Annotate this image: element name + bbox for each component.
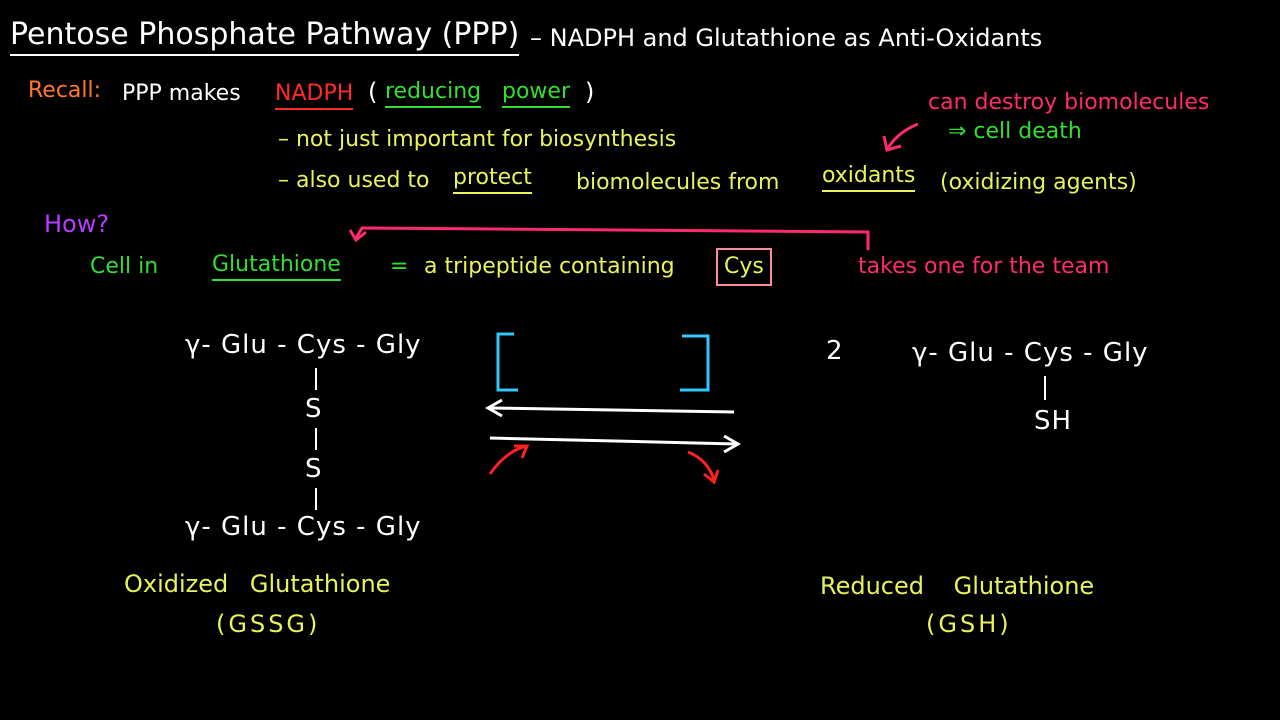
how-question: How? bbox=[44, 210, 110, 238]
right-red-arrow bbox=[687, 450, 716, 481]
takes-one-for-team-text: takes one for the team bbox=[858, 254, 1110, 279]
bullet-also-used: – also used to bbox=[278, 168, 430, 193]
note-pointer-arrow bbox=[886, 122, 919, 149]
left-red-arrow bbox=[488, 444, 527, 475]
biomolecules-from-text: biomolecules from bbox=[576, 170, 780, 195]
gssg-sulfur-1: S bbox=[305, 394, 323, 424]
equals-sign: = bbox=[390, 254, 409, 279]
gssg-bond-2 bbox=[315, 428, 317, 450]
gsh-bond bbox=[1044, 376, 1046, 400]
cell-in-text: Cell in bbox=[90, 254, 159, 279]
gsh-abbrev: (GSH) bbox=[926, 610, 1012, 638]
gssg-bond-3 bbox=[315, 488, 317, 510]
gssg-label: Oxidized Glutathione bbox=[124, 570, 391, 598]
recall-text: PPP makes bbox=[122, 81, 241, 106]
gsh-sh: SH bbox=[1034, 406, 1073, 436]
oxidizing-agents-text: (oxidizing agents) bbox=[940, 170, 1137, 195]
note-cell-death: ⇒ cell death bbox=[948, 119, 1082, 144]
nadph-text: NADPH bbox=[275, 83, 354, 110]
reverse-arrowhead bbox=[484, 398, 503, 418]
tripeptide-text: a tripeptide containing bbox=[424, 254, 675, 279]
team-pointer-line bbox=[354, 226, 870, 250]
gsh-label: Reduced Glutathione bbox=[820, 572, 1095, 600]
bracket-left bbox=[496, 332, 518, 392]
forward-arrowhead bbox=[723, 434, 742, 454]
open-paren: ( bbox=[368, 78, 378, 106]
glutathione-text: Glutathione bbox=[212, 254, 341, 281]
gssg-sulfur-2: S bbox=[305, 454, 323, 484]
note-pointer-arrowhead bbox=[882, 135, 902, 152]
gssg-abbrev: (GSSG) bbox=[216, 610, 321, 638]
bracket-right bbox=[680, 334, 710, 392]
recall-label: Recall: bbox=[28, 78, 102, 103]
cys-box: Cys bbox=[716, 248, 772, 286]
oxidants-text: oxidants bbox=[822, 165, 916, 192]
title-main: Pentose Phosphate Pathway (PPP) bbox=[10, 20, 520, 56]
reducing-text: reducing bbox=[385, 81, 482, 108]
gssg-bottom-chain: γ- Glu - Cys - Gly bbox=[185, 512, 422, 542]
power-text: power bbox=[502, 81, 570, 108]
team-pointer-arrowhead bbox=[348, 229, 367, 243]
protect-text: protect bbox=[453, 167, 532, 194]
gsh-chain: γ- Glu - Cys - Gly bbox=[912, 338, 1149, 368]
right-red-arrowhead bbox=[703, 469, 720, 485]
forward-arrow bbox=[489, 436, 737, 446]
close-paren: ) bbox=[585, 78, 595, 106]
gsh-coefficient: 2 bbox=[826, 336, 844, 366]
title-sub: – NADPH and Glutathione as Anti-Oxidants bbox=[530, 24, 1043, 52]
left-red-arrowhead bbox=[514, 444, 530, 459]
gssg-top-chain: γ- Glu - Cys - Gly bbox=[185, 330, 422, 360]
note-destroy: can destroy biomolecules bbox=[928, 90, 1210, 115]
reverse-arrow bbox=[489, 406, 735, 414]
bullet-biosynthesis: – not just important for biosynthesis bbox=[278, 127, 677, 152]
gssg-bond-1 bbox=[315, 368, 317, 390]
